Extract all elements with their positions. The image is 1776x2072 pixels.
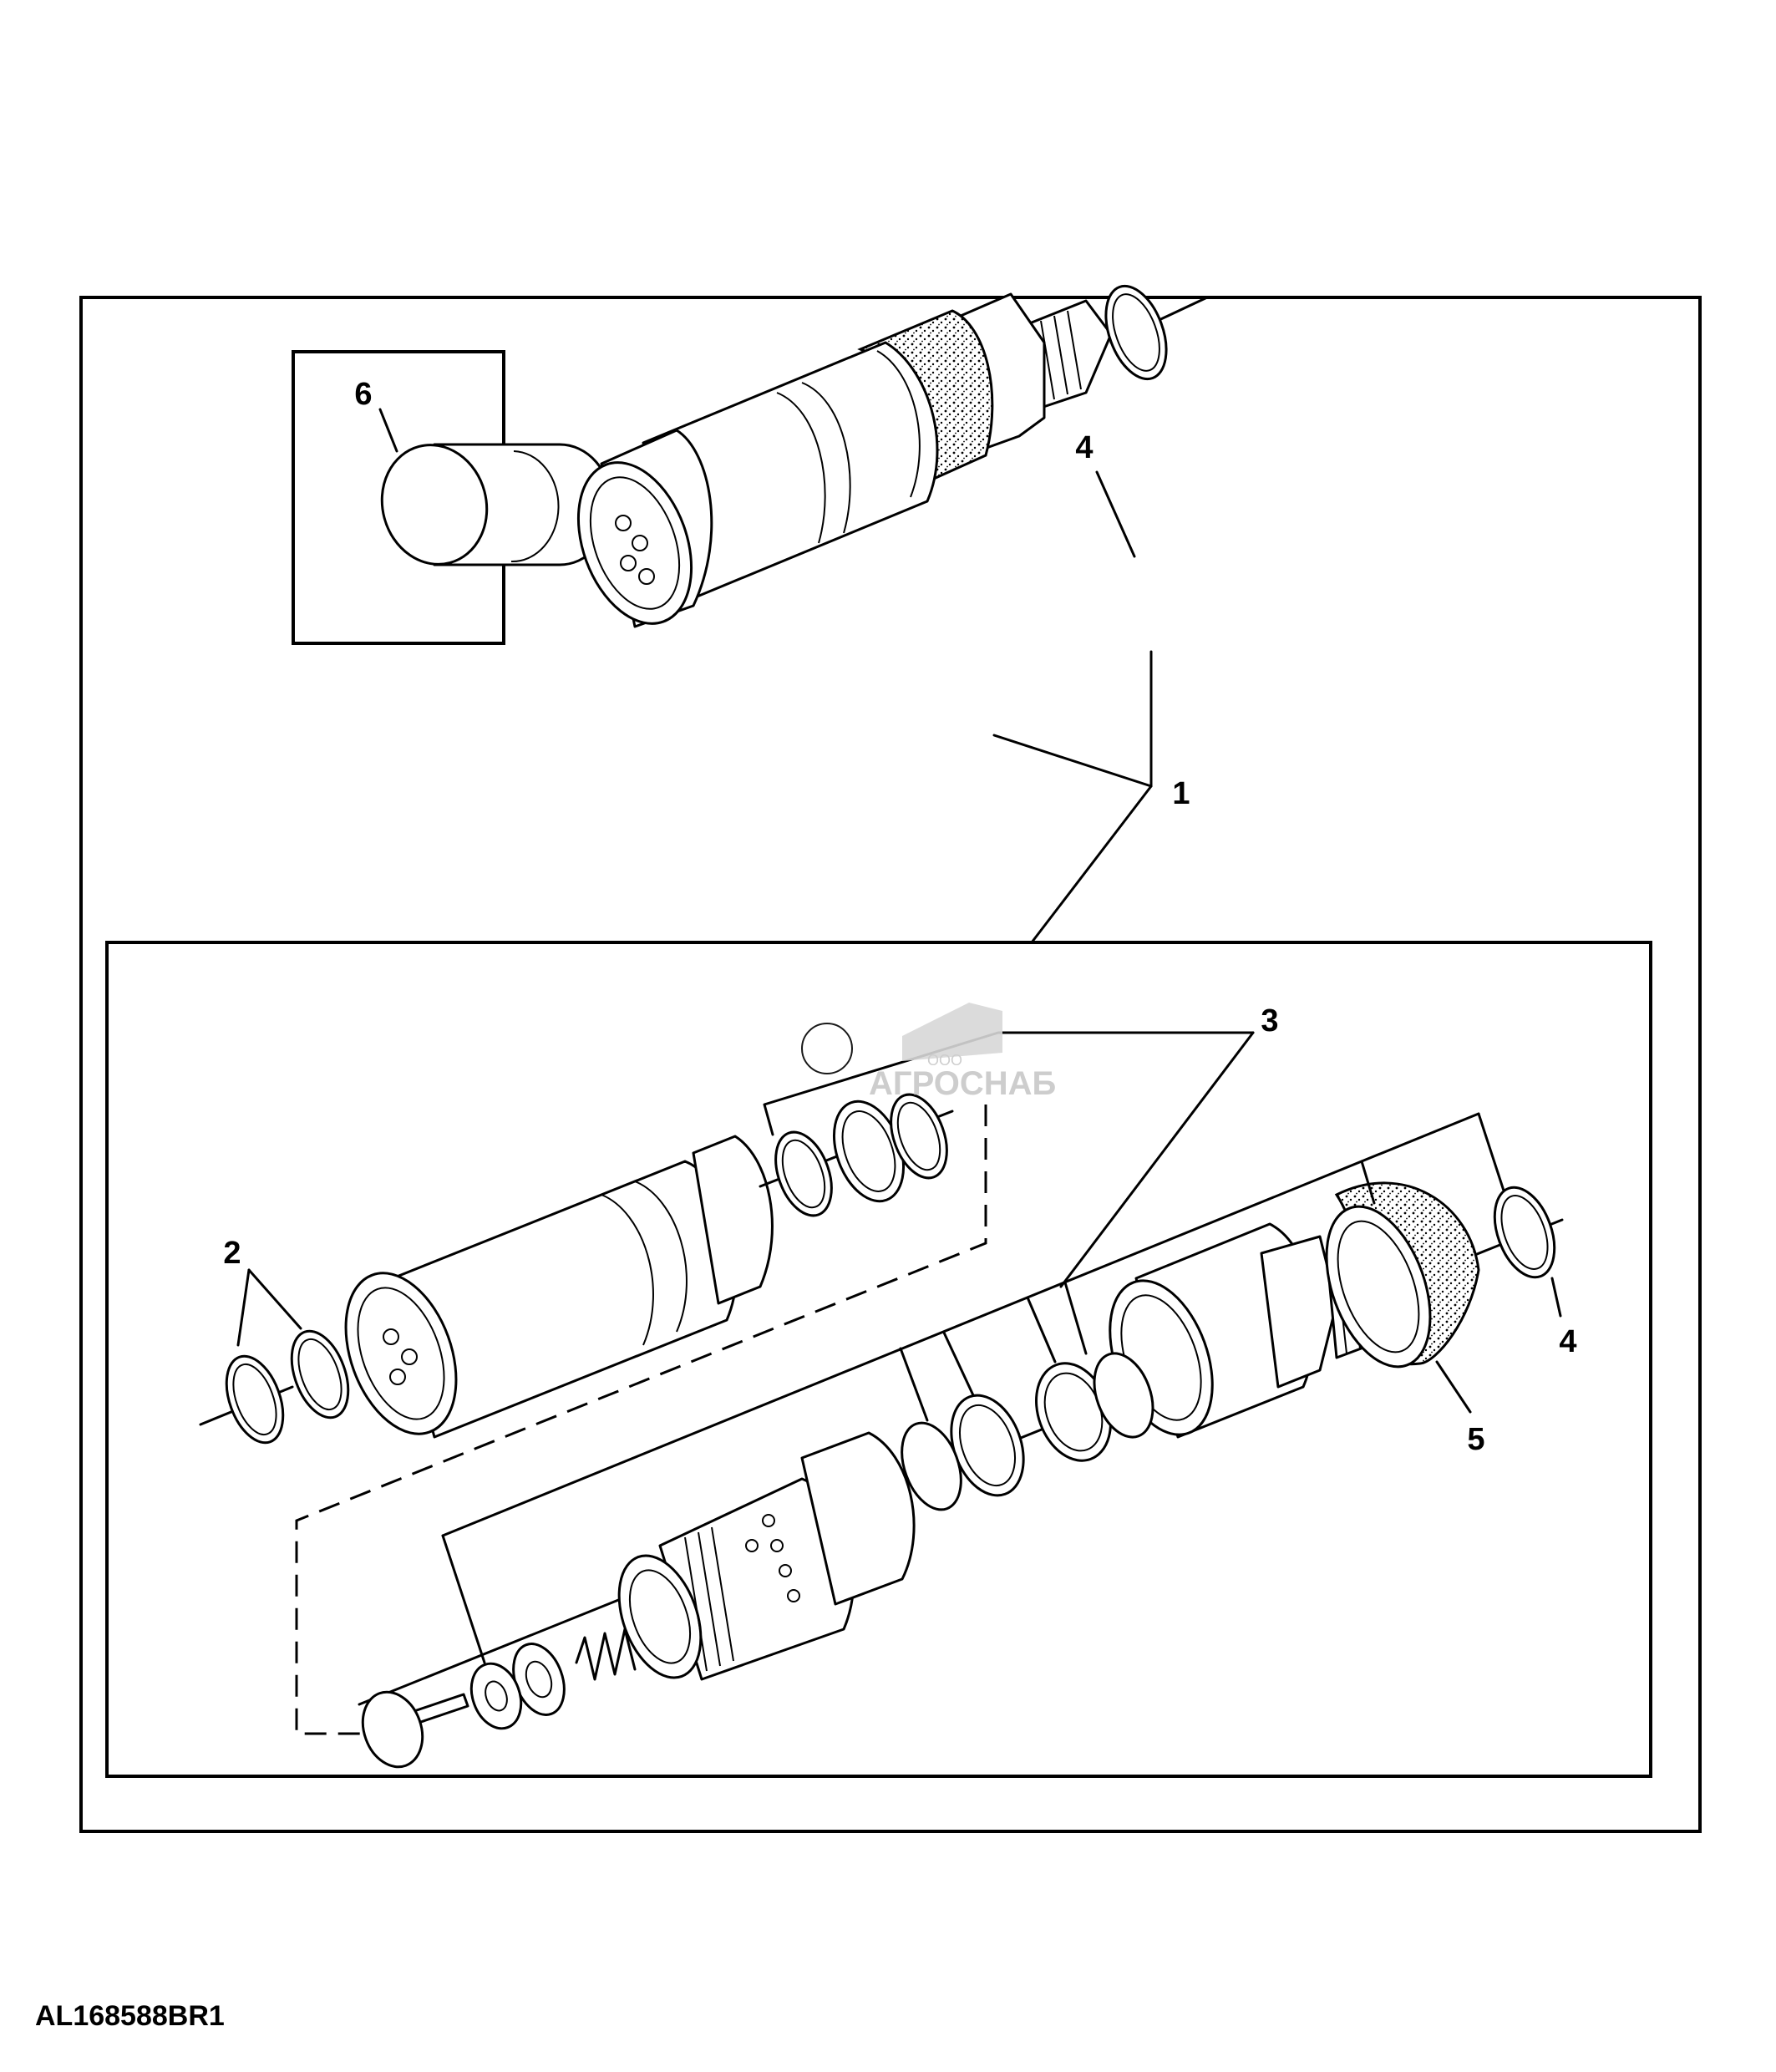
exploded-sleeve-body [199,1093,954,1445]
watermark: ООО АГРОСНАБ [801,1003,1056,1102]
dashed-assembly-bracket [295,1105,987,1735]
leader-lines [236,408,1562,1664]
callout-1: 1 [1172,776,1190,811]
watermark-brand: АГРОСНАБ [869,1065,1056,1102]
callout-4-top: 4 [1075,430,1093,465]
figure-id: AL168588BR1 [35,2000,225,2032]
exploded-lower-assembly [358,1181,1564,1769]
inner-exploded-frame [105,941,1652,1778]
outer-frame [79,296,1702,1833]
callout-2: 2 [223,1236,241,1271]
watermark-prefix: ООО [927,1052,962,1069]
callout-5: 5 [1467,1422,1484,1457]
cap-part-6 [380,443,613,566]
callout-6: 6 [354,377,372,412]
callout-3: 3 [1261,1003,1278,1039]
assembled-valve-part-1 [576,284,1209,628]
callout-4-bottom: 4 [1559,1324,1576,1359]
